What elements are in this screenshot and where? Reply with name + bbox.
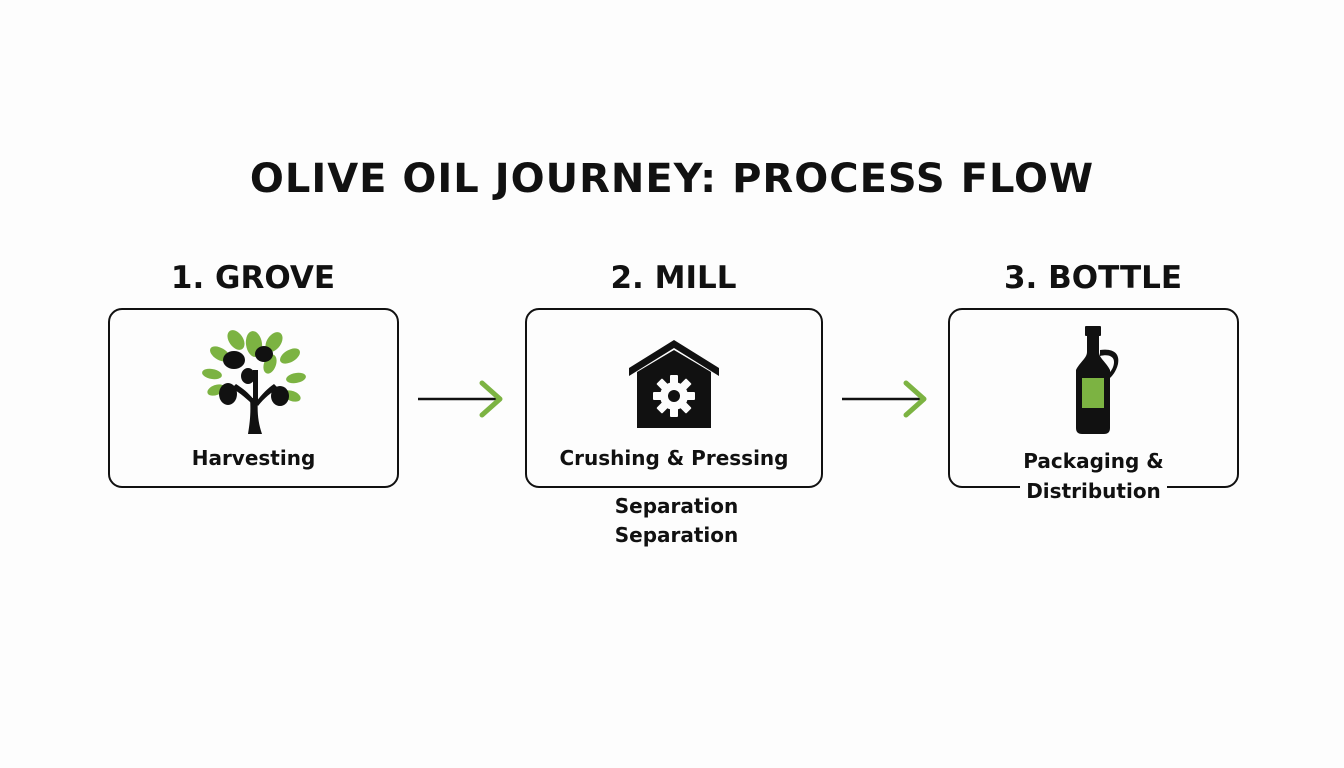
packaging-line-1: Packaging & bbox=[1023, 449, 1164, 473]
step-box-bottle: Packaging & Distribution bbox=[948, 308, 1239, 503]
arrow-right-icon bbox=[842, 380, 927, 418]
arrow-right-icon bbox=[418, 380, 503, 418]
step-box-grove: Harvesting bbox=[108, 308, 399, 488]
olive-tree-icon bbox=[201, 330, 306, 434]
separation-line-2: Separation bbox=[614, 523, 739, 547]
oil-bottle-icon bbox=[1075, 326, 1118, 434]
mill-gear-icon bbox=[629, 340, 719, 428]
step-text-packaging: Packaging & Distribution bbox=[950, 446, 1237, 506]
packaging-line-2: Distribution bbox=[950, 476, 1237, 506]
step-text-harvesting: Harvesting bbox=[191, 446, 316, 470]
step-label-grove: 1. GROVE bbox=[170, 260, 336, 296]
separation-line-1: Separation bbox=[614, 494, 739, 518]
step-extra-text: Separation Separation bbox=[525, 492, 828, 550]
step-label-mill: 2. MILL bbox=[610, 260, 737, 296]
page-title: OLIVE OIL JOURNEY: PROCESS FLOW bbox=[249, 156, 1095, 202]
step-text-crushing: Crushing & Pressing bbox=[559, 446, 789, 470]
step-label-bottle: 3. BOTTLE bbox=[1003, 260, 1183, 296]
step-box-mill: Crushing & Pressing bbox=[525, 308, 823, 488]
